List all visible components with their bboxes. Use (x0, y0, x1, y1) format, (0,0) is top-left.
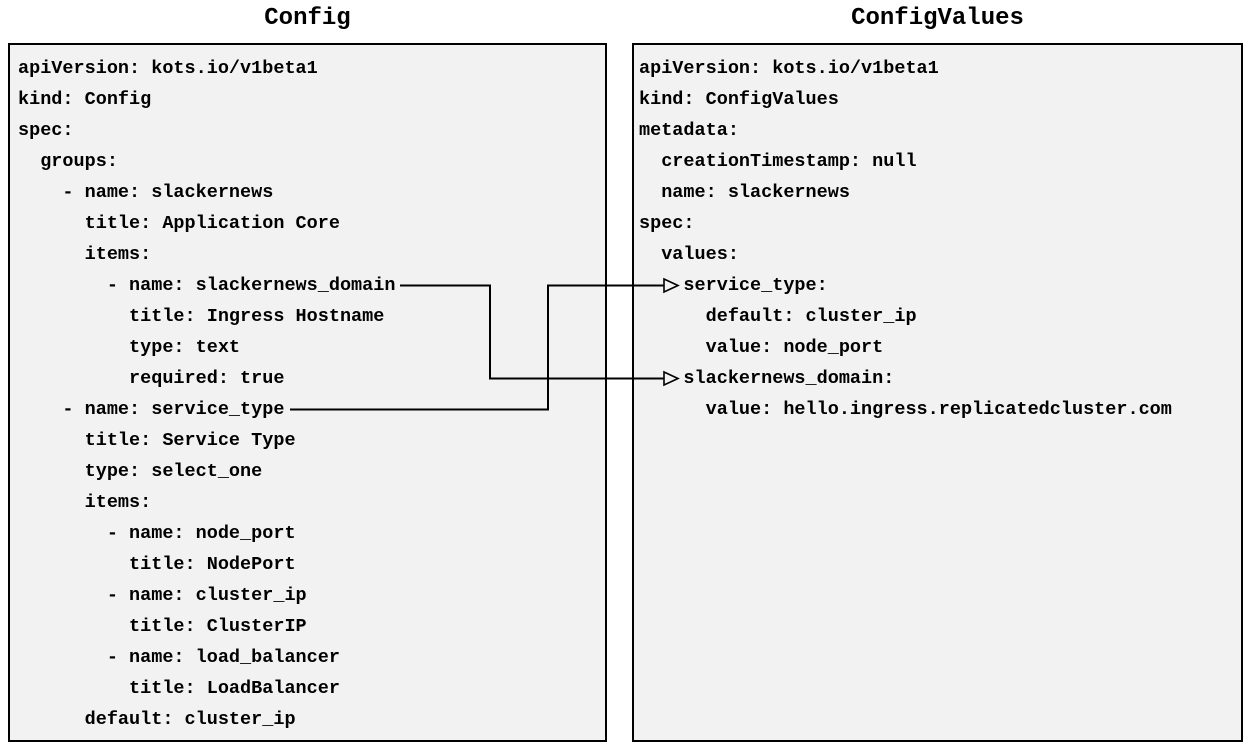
configvalues-yaml-box: apiVersion: kots.io/v1beta1 kind: Config… (632, 43, 1243, 742)
configvalues-yaml-code: apiVersion: kots.io/v1beta1 kind: Config… (639, 58, 1172, 420)
config-panel-title: Config (264, 5, 351, 32)
configvalues-panel-title: ConfigValues (851, 5, 1024, 32)
config-yaml-code: apiVersion: kots.io/v1beta1 kind: Config… (18, 58, 396, 730)
config-yaml-box: apiVersion: kots.io/v1beta1 kind: Config… (8, 43, 607, 742)
